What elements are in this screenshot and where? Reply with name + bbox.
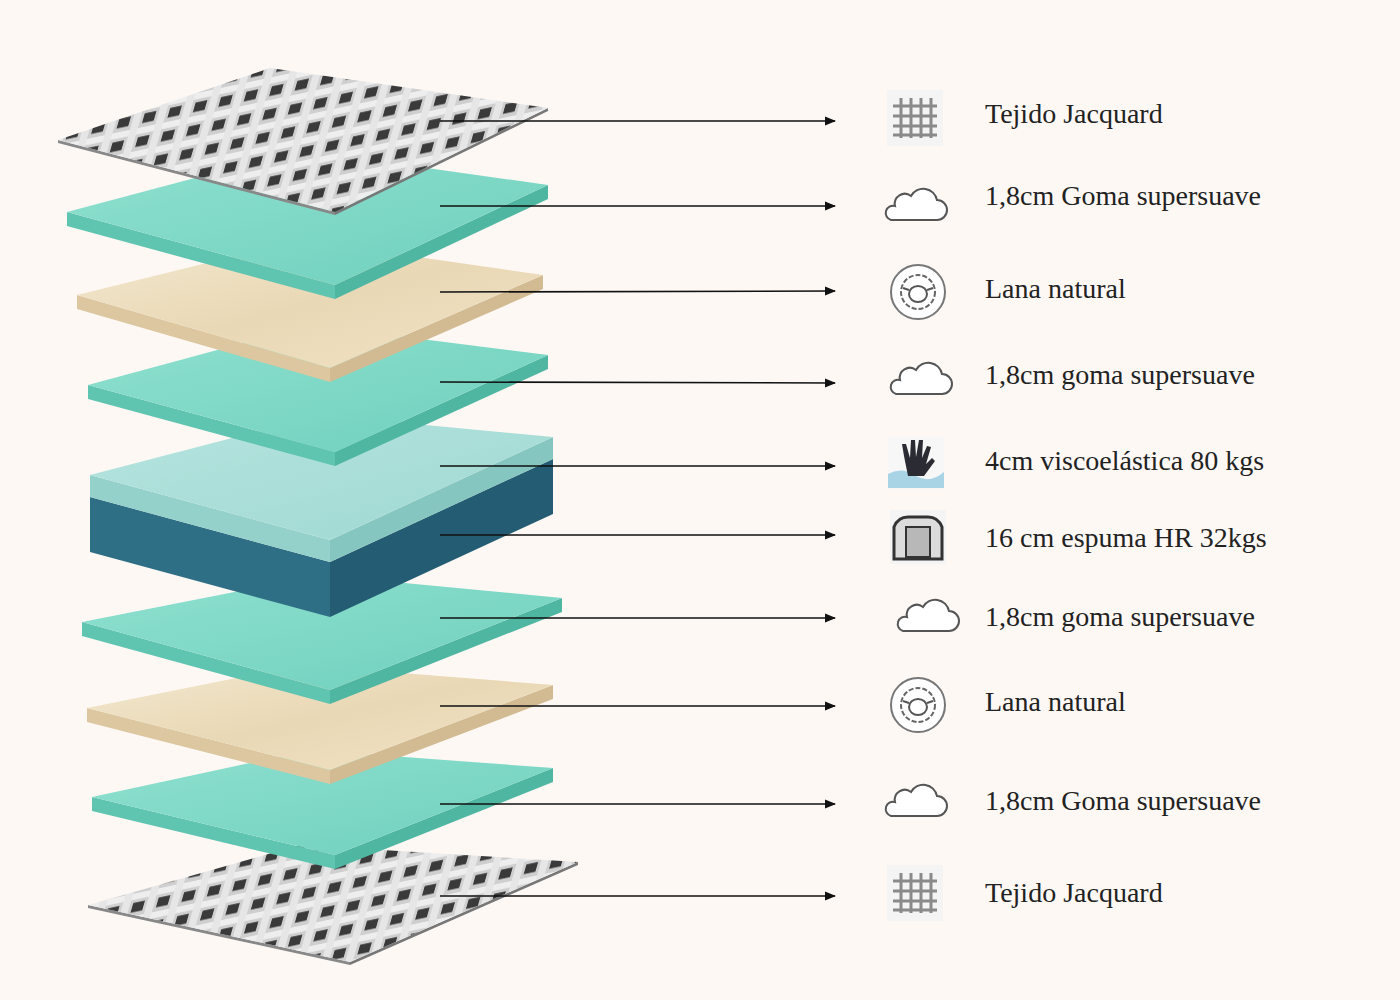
memory-foam-icon bbox=[888, 437, 944, 489]
layer-label: 1,8cm goma supersuave bbox=[985, 599, 1255, 635]
layer-label: Lana natural bbox=[985, 684, 1126, 720]
layer-label: 1,8cm Goma supersuave bbox=[985, 178, 1261, 214]
fabric-icon bbox=[887, 865, 943, 921]
layer-label: 4cm viscoelástica 80 kgs bbox=[985, 443, 1264, 479]
layer-label: Tejido Jacquard bbox=[985, 875, 1163, 911]
layer-label: 1,8cm goma supersuave bbox=[985, 357, 1255, 393]
layer-label: Tejido Jacquard bbox=[985, 96, 1163, 132]
cloud-icons bbox=[886, 189, 959, 816]
layer-label: 16 cm espuma HR 32kgs bbox=[985, 520, 1267, 556]
layer-label: 1,8cm Goma supersuave bbox=[985, 783, 1261, 819]
layer-label: Lana natural bbox=[985, 271, 1126, 307]
leader-lines bbox=[440, 121, 835, 896]
fabric-icon bbox=[887, 90, 943, 146]
mattress-icon bbox=[890, 510, 946, 564]
jacquard-layer bbox=[58, 68, 548, 215]
sheep-icons bbox=[891, 265, 945, 732]
